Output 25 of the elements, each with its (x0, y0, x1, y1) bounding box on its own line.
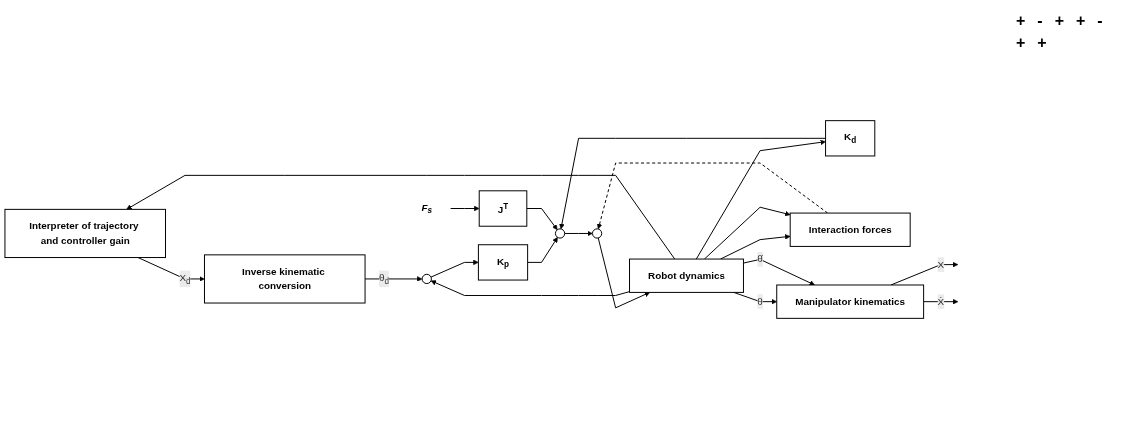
node-circle (554, 228, 566, 239)
edge-label: X (937, 259, 945, 270)
sign-label: - (1097, 12, 1103, 30)
node-box: Robot dynamics (629, 258, 744, 293)
node-box: K$_{p}$ (477, 244, 529, 281)
sign-label: + (1016, 34, 1026, 52)
sign-label: + (1076, 12, 1086, 30)
node-box: Manipulator kinematics (776, 284, 925, 319)
node-box: J$^{T}$ (478, 190, 528, 227)
sign-label: - (1037, 12, 1043, 30)
sign-label: + (1054, 12, 1064, 30)
edge-label: θ$_{d}$ (378, 272, 390, 286)
node-box: Interpreter of trajectory and controller gain (4, 208, 166, 259)
edge-label: Ẋ (937, 296, 945, 307)
edge-label: θ (757, 296, 763, 307)
sign-label: + (1037, 34, 1047, 52)
node-circle (421, 273, 432, 285)
node-box: Interaction forces (789, 212, 911, 247)
sign-label: + (1016, 12, 1026, 30)
node-box: K$_{d}$ (825, 120, 876, 157)
node-box: Inverse kinematic conversion (204, 254, 366, 304)
edge-label: X$_{d}$ (179, 272, 191, 286)
node-text: F$_{s}$ (421, 201, 433, 216)
node-circle (591, 228, 603, 239)
edge-label: θ̇ (757, 253, 763, 265)
